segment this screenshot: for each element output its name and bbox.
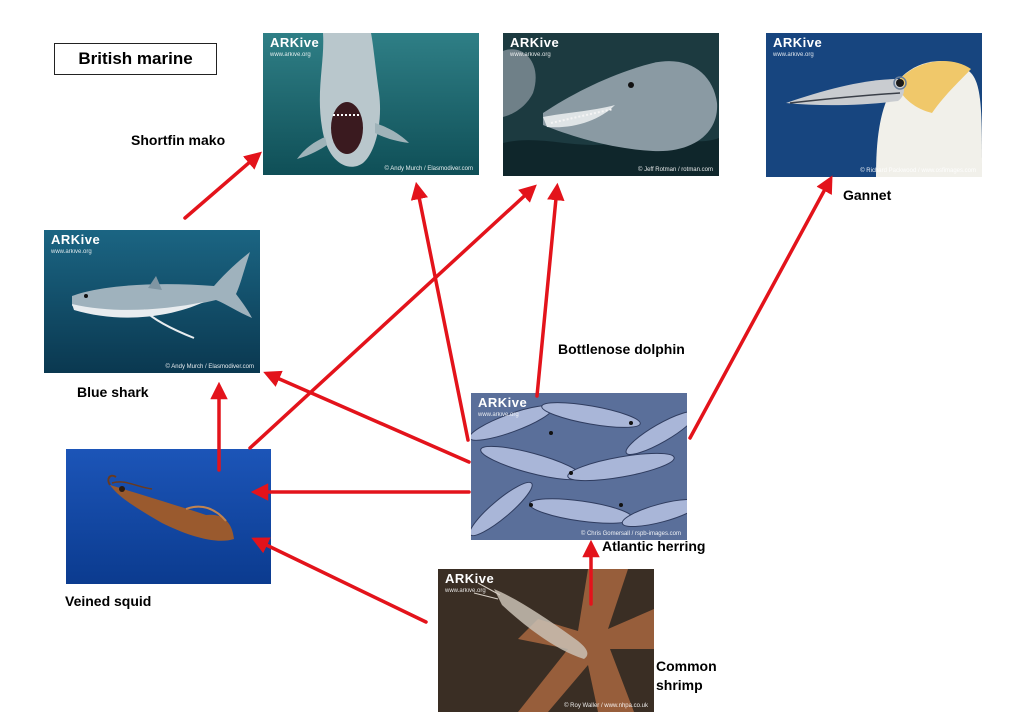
arrow-squid-to-dolphin bbox=[248, 184, 537, 450]
photo-credit: © Richard Packwood / www.osfimages.com bbox=[860, 168, 976, 174]
label-atlantic-herring: Atlantic herring bbox=[602, 538, 706, 554]
arrow-herring-to-dolphin bbox=[535, 182, 565, 398]
label-common-shrimp: Common shrimp bbox=[656, 658, 717, 693]
label-bottlenose-dolphin: Bottlenose dolphin bbox=[558, 341, 685, 357]
arrow-shrimp-to-squid bbox=[251, 537, 428, 624]
arrow-herring-to-blueshark bbox=[263, 370, 471, 464]
arrow-herring-to-mako bbox=[410, 181, 470, 442]
label-gannet: Gannet bbox=[843, 187, 892, 203]
label-blue-shark: Blue shark bbox=[77, 384, 149, 400]
diagram-title: British marine bbox=[54, 43, 217, 75]
photo-credit: © Andy Murch / Elasmodiver.com bbox=[165, 364, 254, 370]
photo-credit: © Jeff Rotman / rotman.com bbox=[637, 167, 713, 173]
arrow-herring-to-gannet bbox=[688, 175, 833, 440]
veined-squid-photo bbox=[66, 449, 271, 584]
label-veined-squid: Veined squid bbox=[65, 593, 152, 609]
photo-credit: © Roy Waller / www.nhpa.co.uk bbox=[564, 703, 648, 709]
photo-credit: © Chris Gomersall / rspb-images.com bbox=[580, 531, 681, 537]
photo-credit: © Andy Murch / Elasmodiver.com bbox=[384, 166, 473, 172]
arrow-blueshark-to-mako bbox=[183, 151, 262, 220]
label-shortfin-mako: Shortfin mako bbox=[131, 132, 226, 148]
